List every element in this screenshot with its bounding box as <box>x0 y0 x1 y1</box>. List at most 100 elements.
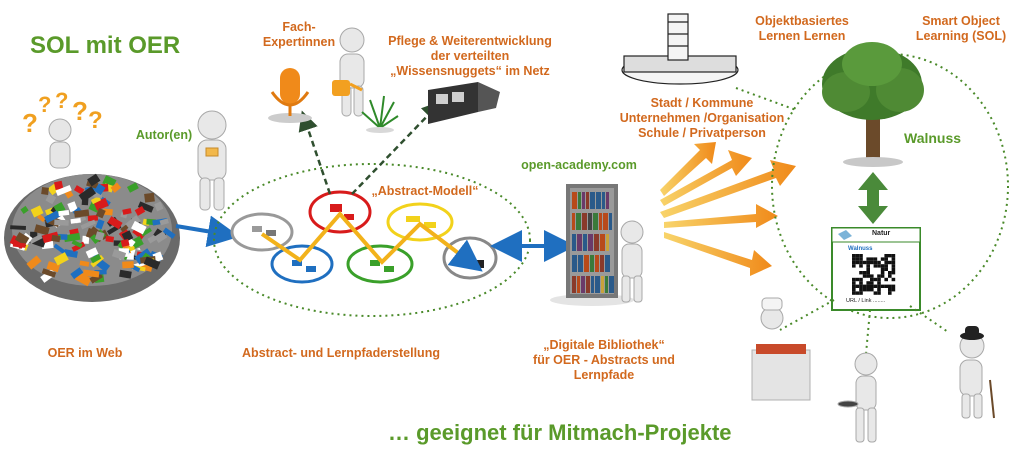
tree-card-link-icon <box>858 172 888 224</box>
book <box>583 234 587 251</box>
librarian-figure <box>620 220 644 303</box>
label-line: Stadt / Kommune <box>650 96 754 110</box>
lego-brick <box>120 238 130 247</box>
book <box>588 213 592 230</box>
qr-module <box>888 260 892 265</box>
book <box>601 276 604 293</box>
qr-module <box>852 254 856 258</box>
qr-module <box>873 260 878 265</box>
book <box>572 213 575 230</box>
qr-module <box>880 284 885 288</box>
book <box>577 234 582 251</box>
book <box>596 192 601 209</box>
book <box>590 192 595 209</box>
author-figure <box>197 110 227 211</box>
qr-module <box>866 267 870 271</box>
qr-module <box>870 284 874 288</box>
book <box>605 255 610 272</box>
lego-brick <box>71 239 83 248</box>
qr-module <box>877 291 881 295</box>
lego-brick <box>26 255 42 270</box>
book <box>576 213 581 230</box>
qr-module <box>859 291 863 295</box>
qr-module <box>862 260 867 265</box>
lego-brick <box>147 235 157 244</box>
lego-brick <box>44 210 61 224</box>
qr-module <box>870 288 874 292</box>
book <box>586 192 589 209</box>
label-objektbasiertes: Objektbasiertes Lernen Lernen <box>742 14 862 44</box>
book <box>582 192 585 209</box>
qr-module <box>859 284 863 288</box>
label-abstract-lernpfad: Abstract- und Lernpfaderstellung <box>242 346 440 360</box>
book <box>572 255 577 272</box>
lego-brick <box>45 193 57 205</box>
label-stadt: Stadt / Kommune Unternehmen /Organisatio… <box>612 96 792 141</box>
qr-module <box>888 284 892 288</box>
lego-brick <box>14 231 30 246</box>
gentleman-figure <box>959 326 995 419</box>
book <box>582 213 587 230</box>
arrow-oer-to-model <box>175 215 240 248</box>
book <box>609 213 612 230</box>
lego-brick <box>70 267 84 280</box>
label-fach-expertinnen: Fach- Expertinnen <box>254 20 344 50</box>
lego-brick <box>41 186 49 195</box>
connector-card-gentleman <box>909 305 949 333</box>
lego-brick <box>95 207 106 219</box>
lego-brick <box>93 197 109 211</box>
lego-brick <box>53 243 66 254</box>
qr-module <box>880 271 885 275</box>
lego-brick <box>121 230 134 242</box>
lego-brick <box>20 205 29 214</box>
qr-module <box>870 281 874 285</box>
lego-brick <box>87 215 99 222</box>
lego-brick <box>53 252 69 266</box>
qr-module <box>880 264 885 268</box>
qr-module <box>880 257 885 261</box>
lego-brick <box>63 232 81 243</box>
lego-brick <box>102 175 117 189</box>
qr-module <box>877 260 881 265</box>
qr-module <box>884 277 888 282</box>
lego-brick <box>90 196 101 205</box>
arrow-to-experts <box>298 110 332 195</box>
qr-module <box>877 284 881 288</box>
label-line: Unternehmen /Organisation <box>619 111 785 125</box>
lego-brick <box>82 269 100 278</box>
connector-city-sol <box>735 87 797 111</box>
qr-module <box>859 257 863 261</box>
lego-brick <box>54 219 69 226</box>
label-line: Pflege & Weiterentwicklung <box>388 34 552 48</box>
page-title: SOL mit OER <box>30 32 181 59</box>
qr-module <box>873 284 878 288</box>
label-autoren: Autor(en) <box>135 128 193 142</box>
qr-module <box>859 277 863 282</box>
lego-brick <box>154 231 168 244</box>
qr-module <box>891 271 896 275</box>
label-pflege: Pflege & Weiterentwicklung der verteilte… <box>370 34 570 79</box>
qr-card-link: URL / Link ........ <box>846 298 886 304</box>
label-open-academy: open-academy.com <box>521 158 637 172</box>
qr-module <box>873 257 878 261</box>
lego-brick <box>122 208 132 215</box>
lego-brick <box>30 205 44 218</box>
book <box>602 192 605 209</box>
lego-brick <box>102 208 113 216</box>
book <box>578 192 581 209</box>
lego-brick <box>105 235 115 243</box>
lego-brick <box>144 192 155 203</box>
qr-module <box>877 274 881 278</box>
book <box>609 276 614 293</box>
lego-brick <box>159 218 169 226</box>
lego-brick <box>154 201 164 212</box>
book <box>572 192 577 209</box>
qr-module <box>852 288 856 292</box>
book <box>590 255 594 272</box>
lego-brick <box>110 182 122 193</box>
lego-brick <box>10 225 26 231</box>
arrow-to-film <box>351 100 442 195</box>
castle-icon <box>621 13 739 85</box>
label-line: Learning (SOL) <box>915 29 1007 43</box>
